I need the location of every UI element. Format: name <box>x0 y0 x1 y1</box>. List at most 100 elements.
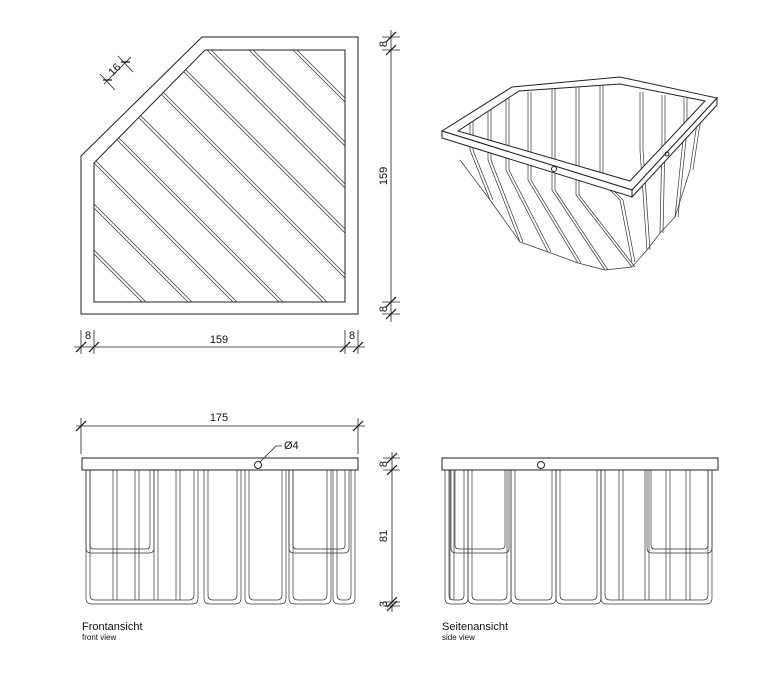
wire-loop <box>332 470 356 605</box>
dimension-bottom-frame-label: 8 <box>378 306 390 312</box>
basket-wire <box>469 118 491 201</box>
basket-wire <box>505 96 549 253</box>
dimension-front-width-label: 175 <box>210 412 228 424</box>
wire-loop <box>288 470 332 605</box>
wire-loop <box>89 470 195 601</box>
wire-loop <box>336 470 352 601</box>
wire-bar <box>94 50 345 254</box>
wire-hook <box>89 470 151 550</box>
wire-loop <box>85 470 199 605</box>
basket-wire <box>527 92 579 264</box>
wire-bar <box>94 50 345 302</box>
side-view-rim <box>441 457 719 471</box>
basket-wire <box>554 89 609 271</box>
top-view-wire-bars <box>94 50 345 302</box>
dimension-front-width: 175 <box>75 412 365 454</box>
dimension-width: 8 159 8 <box>74 330 365 354</box>
wire-bar <box>94 50 345 302</box>
dimension-chamfer-label: 16 <box>106 61 123 78</box>
wire-loop <box>448 470 465 601</box>
basket-wire <box>551 89 606 271</box>
dimension-base-label: 3 <box>378 601 390 607</box>
top-view-inner-frame <box>93 49 346 303</box>
mounting-hole-icon <box>254 461 262 469</box>
wire-bar <box>94 50 345 298</box>
front-view-title: Frontansicht <box>82 621 143 633</box>
wire-loop <box>444 470 469 605</box>
wire-hook <box>454 470 506 550</box>
wire-loop <box>467 470 512 605</box>
wire-bar <box>94 50 345 302</box>
basket-wire <box>677 98 688 218</box>
basket-wire <box>459 159 691 271</box>
perspective-rim-right-face <box>631 96 718 199</box>
side-view-subtitle: side view <box>442 633 475 642</box>
basket-wire <box>575 87 633 268</box>
side-view-wires <box>444 470 713 605</box>
wire-bar <box>94 159 345 302</box>
front-view: Ø4 175 8 81 3 Frontansicht front view <box>75 412 400 642</box>
wire-loop <box>559 470 598 601</box>
wire-bar <box>94 50 345 302</box>
wire-loop <box>514 470 553 601</box>
dimension-width-label: 159 <box>210 334 228 346</box>
basket-wire <box>662 95 666 234</box>
wire-bar <box>94 50 345 302</box>
wire-loop <box>207 470 238 601</box>
basket-wire <box>642 92 651 251</box>
dimension-front-height: 8 81 3 <box>378 452 400 612</box>
dimension-left-frame-label: 8 <box>85 330 91 342</box>
top-view-outer-frame <box>80 36 359 315</box>
wire-loop <box>510 470 557 605</box>
perspective-rim-front-face <box>441 130 633 198</box>
wire-hook <box>288 470 350 554</box>
front-view-wires <box>85 470 356 605</box>
wire-bar <box>94 155 345 302</box>
wire-loop <box>555 470 602 605</box>
dimension-height: 8 159 8 <box>378 30 400 322</box>
wire-hook <box>450 470 510 554</box>
perspective-hole-icon <box>551 166 557 172</box>
wire-loop <box>292 470 328 601</box>
dimension-right-frame-label: 8 <box>349 330 355 342</box>
wire-bar <box>94 50 345 302</box>
wire-hook <box>650 470 709 550</box>
wire-bar <box>94 50 345 258</box>
basket-wire <box>659 95 663 234</box>
hole-leader-line <box>259 445 282 463</box>
front-view-subtitle: front view <box>82 633 116 642</box>
wire-loop <box>604 470 709 601</box>
wire-bar <box>94 50 345 302</box>
wire-bar <box>94 64 345 302</box>
perspective-rim <box>440 76 718 191</box>
perspective-view <box>440 76 718 271</box>
basket-wire <box>639 92 648 251</box>
wire-bar <box>94 113 345 302</box>
dimension-chamfer: 16 <box>99 55 134 91</box>
wire-bar <box>94 50 345 302</box>
hole-diameter-label: Ø4 <box>284 440 299 452</box>
wire-hook <box>646 470 713 554</box>
wire-bar <box>94 109 345 302</box>
wire-loop <box>248 470 283 601</box>
basket-wire <box>578 87 636 268</box>
perspective-wires <box>459 85 704 271</box>
wire-bar <box>94 50 345 302</box>
side-view-title: Seitenansicht <box>442 621 508 633</box>
dimension-rim-label: 8 <box>378 461 390 467</box>
front-view-rim <box>81 457 359 471</box>
wire-hook <box>85 470 155 554</box>
mounting-hole-icon <box>537 461 545 469</box>
top-view: 16 8 159 8 8 <box>74 30 400 354</box>
basket-wire <box>472 118 494 201</box>
wire-hook <box>292 470 346 550</box>
wire-bar <box>94 68 345 302</box>
basket-wire <box>490 106 524 243</box>
basket-wire <box>530 92 582 264</box>
wire-bar <box>94 50 345 302</box>
wire-loop <box>244 470 287 605</box>
wire-bar <box>94 50 345 302</box>
perspective-hole-icon <box>664 151 670 157</box>
dimension-height-label: 159 <box>378 167 390 185</box>
